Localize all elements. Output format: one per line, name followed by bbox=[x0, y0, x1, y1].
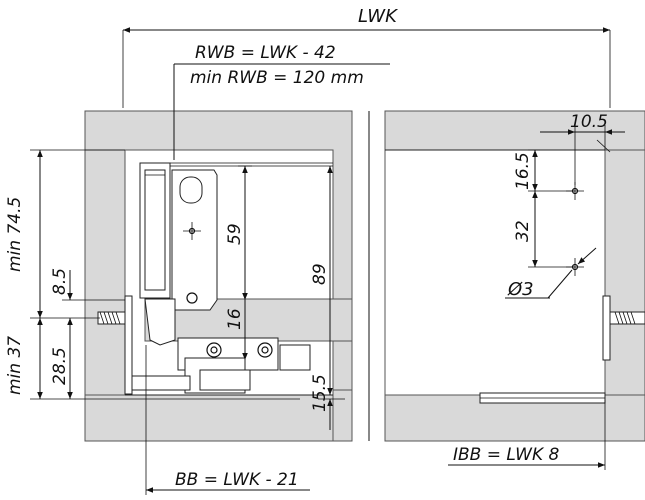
min-37-label: min 37 bbox=[5, 336, 25, 395]
bb-formula-label: BB = LWK - 21 bbox=[175, 470, 299, 490]
d-89-label: 89 bbox=[310, 263, 330, 285]
d-8-5-label: 8.5 bbox=[50, 268, 70, 295]
bottom-right-panel bbox=[332, 389, 353, 442]
left-side-screw bbox=[97, 311, 126, 325]
rwb-min-label: min RWB = 120 mm bbox=[190, 68, 364, 88]
d-10-5-label: 10.5 bbox=[570, 112, 608, 132]
runner-left-part bbox=[144, 298, 176, 346]
runner-end-block bbox=[279, 344, 311, 371]
drawer-side-inner bbox=[144, 169, 166, 291]
d-59-label: 59 bbox=[225, 223, 245, 245]
d-32-label: 32 bbox=[513, 220, 533, 242]
right-side-wall bbox=[604, 149, 645, 396]
left-section-view bbox=[84, 110, 353, 442]
ibb-formula-label: IBB = LWK 8 bbox=[453, 445, 560, 465]
right-side-screw bbox=[609, 311, 645, 325]
d-15-5-label: 15.5 bbox=[310, 374, 330, 412]
d-16-label: 16 bbox=[225, 308, 245, 330]
right-runner-bracket bbox=[602, 295, 611, 361]
front-panel bbox=[384, 149, 606, 396]
runner-bottom-rail bbox=[129, 375, 191, 391]
d-28-5-label: 28.5 bbox=[50, 347, 70, 385]
min-74-5-label: min 74.5 bbox=[5, 197, 25, 272]
bracket-bottom-hole bbox=[186, 292, 198, 304]
d-16-5-label: 16.5 bbox=[513, 152, 533, 190]
diameter-3-label: Ø3 bbox=[507, 279, 534, 300]
left-side-wall bbox=[84, 149, 126, 396]
rwb-formula-label: RWB = LWK - 42 bbox=[195, 43, 336, 63]
lwk-label: LWK bbox=[358, 6, 398, 27]
runner-side-bracket bbox=[124, 295, 133, 395]
bracket-slot bbox=[179, 176, 203, 204]
